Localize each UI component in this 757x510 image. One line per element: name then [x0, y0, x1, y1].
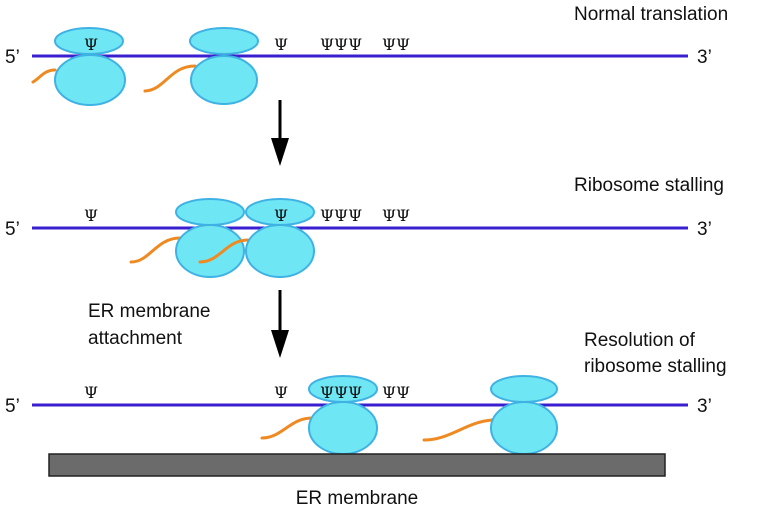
ribosome	[143, 27, 259, 105]
ribosome-small-subunit	[54, 27, 124, 55]
pseudouridine-pair: ΨΨ	[382, 206, 410, 225]
er-attachment-line2: attachment	[88, 328, 183, 349]
pseudouridine-mark: Ψ	[274, 383, 288, 402]
ribosome	[31, 27, 126, 106]
panel-title-stalling: Ribosome stalling	[574, 175, 724, 196]
nascent-chain	[143, 64, 197, 93]
three-prime-label: 3’	[697, 396, 712, 417]
er-attachment-line1: ER membrane	[88, 301, 211, 322]
five-prime-label: 5’	[5, 396, 20, 417]
five-prime-label: 5’	[5, 219, 20, 240]
ribosome-large-subunit	[190, 55, 258, 105]
pseudouridine-pair: ΨΨ	[382, 35, 410, 54]
ribosome-small-subunit	[490, 375, 558, 403]
ribosome	[129, 198, 245, 278]
down-arrow-icon	[271, 100, 289, 166]
nascent-chain	[31, 68, 57, 84]
ribosome-small-subunit	[189, 27, 259, 55]
ribosome-small-subunit	[175, 198, 245, 226]
ribosome-large-subunit	[245, 224, 315, 278]
pseudouridine-mark: Ψ	[274, 35, 288, 54]
ribosome-large-subunit	[490, 401, 558, 455]
pseudouridine-mark: Ψ	[84, 206, 98, 225]
pseudouridine-mark: Ψ	[274, 206, 288, 225]
ribosome-large-subunit	[308, 401, 378, 455]
pseudouridine-pair: ΨΨ	[382, 383, 410, 402]
five-prime-label: 5’	[5, 47, 20, 68]
panel-title-resolution-line2: ribosome stalling	[584, 356, 727, 377]
ribosome-small-subunit	[245, 198, 315, 226]
panel-title-normal: Normal translation	[574, 4, 728, 25]
ribosome-large-subunit	[54, 54, 126, 106]
er-membrane-label: ER membrane	[296, 488, 419, 509]
three-prime-label: 3’	[697, 47, 712, 68]
nascent-chain	[198, 238, 250, 264]
ribosome-large-subunit	[175, 224, 245, 278]
panel-ribosome-stalling: Ribosome stalling 5’ 3’ Ψ Ψ ΨΨΨ ΨΨ	[5, 175, 724, 278]
three-prime-label: 3’	[697, 219, 712, 240]
nascent-chain	[129, 236, 182, 264]
panel-resolution: Resolution of ribosome stalling 5’ 3’ Ψ …	[5, 330, 727, 455]
panel-normal-translation: Normal translation 5’ 3’ Ψ Ψ ΨΨΨ ΨΨ	[5, 4, 728, 106]
pseudouridine-mark: Ψ	[84, 35, 98, 54]
ribosome-small-subunit	[308, 375, 378, 403]
pseudouridine-cluster: ΨΨΨ	[320, 35, 362, 54]
panel-title-resolution-line1: Resolution of	[584, 330, 696, 351]
pseudouridine-mark: Ψ	[84, 383, 98, 402]
ribosome	[422, 375, 558, 455]
er-membrane	[48, 453, 666, 477]
nascent-chain	[422, 418, 494, 442]
down-arrow-icon	[271, 290, 289, 358]
pseudouridine-cluster: ΨΨΨ	[320, 383, 362, 402]
ribosome	[198, 198, 315, 278]
pseudouridine-cluster: ΨΨΨ	[320, 206, 362, 225]
nascent-chain	[260, 416, 314, 440]
